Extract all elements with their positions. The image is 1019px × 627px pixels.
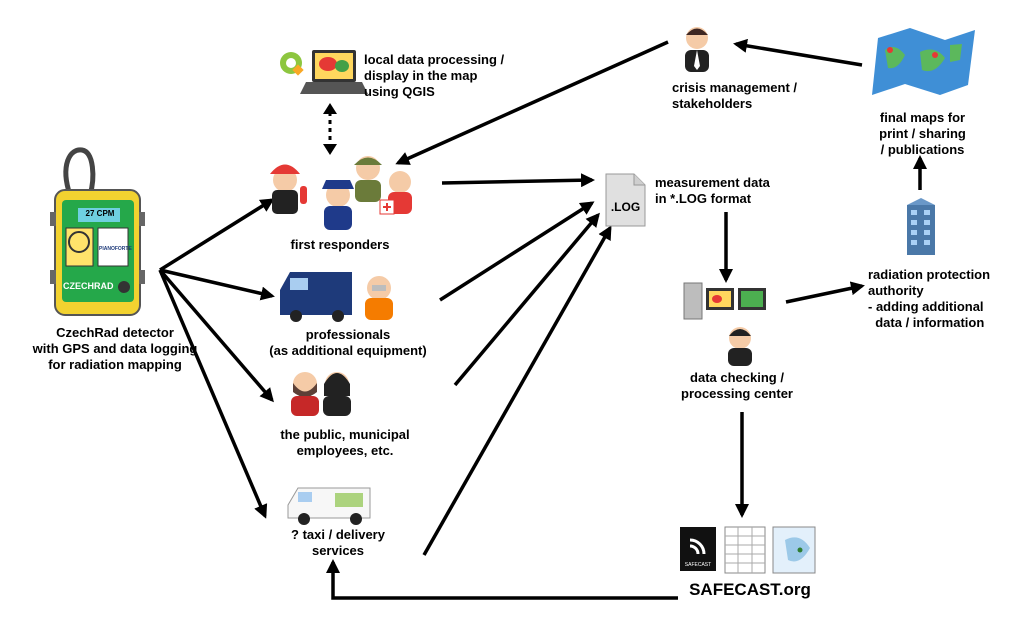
arrow-detector-to-public (158, 268, 274, 403)
arrow-first-responders-to-log (441, 173, 595, 188)
taxi-label: ? taxi / delivery services (291, 527, 385, 558)
professionals-label: professionals (as additional equipment) (269, 327, 427, 358)
safecast-label[interactable]: SAFECAST.org (689, 580, 811, 599)
log-data-label: measurement data in *.LOG format (655, 175, 770, 206)
arrow-datacenter-to-authority (785, 281, 865, 304)
qgis-laptop-illustration (280, 50, 368, 94)
arrow-taxi-to-log (422, 225, 612, 556)
arrow-detector-to-first-responders (159, 198, 275, 272)
qgis-label: local data processing / display in the m… (364, 52, 505, 99)
public-label: the public, municipal employees, etc. (280, 427, 410, 458)
arrow-maps-to-crisis (733, 38, 863, 67)
arrow-detector-to-professionals (159, 268, 275, 301)
radiation-authority-label: radiation protection authority - adding … (868, 267, 991, 330)
delivery-van-illustration (287, 487, 371, 525)
device-sponsor-label: PIANOFORTE (99, 246, 132, 252)
device-brand-label: CZECHRAD (63, 281, 114, 291)
final-maps-label: final maps for print / sharing / publica… (879, 110, 966, 157)
device-cpm-readout: 27 CPM (85, 209, 115, 218)
safecast-icons (680, 526, 816, 574)
authority-building-illustration (907, 198, 935, 255)
arrow-crisis-to-first-responders (395, 40, 669, 165)
public-illustration (291, 372, 351, 416)
arrow-public-to-log (453, 212, 600, 387)
crisis-management-label: crisis management / stakeholders (672, 80, 797, 111)
final-maps-illustration (872, 28, 975, 95)
safecast-logo-text: SAFECAST (684, 562, 712, 568)
first-responders-illustration (270, 156, 412, 230)
data-center-illustration (683, 282, 766, 366)
crisis-management-illustration (685, 27, 709, 72)
czechrad-detector-illustration (50, 147, 145, 316)
log-file-extension: .LOG (610, 200, 641, 214)
arrow-safecast-to-taxi (326, 559, 678, 600)
arrow-detector-to-taxi (158, 269, 268, 519)
detector-label: CzechRad detector with GPS and data logg… (32, 325, 198, 372)
data-center-label: data checking / processing center (681, 370, 793, 401)
first-responders-label: first responders (290, 237, 390, 252)
professionals-illustration (280, 272, 393, 322)
log-file-icon (605, 173, 646, 227)
arrow-professionals-to-log (439, 201, 595, 302)
